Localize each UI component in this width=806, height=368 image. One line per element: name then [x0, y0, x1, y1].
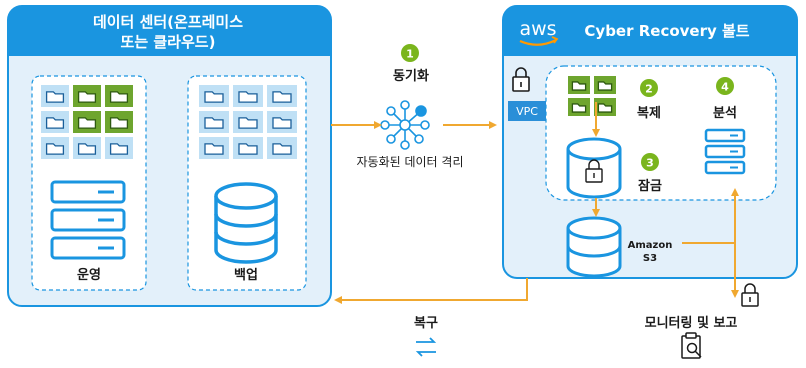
backup-folder-icon	[199, 85, 229, 107]
production-folder-icon	[41, 111, 69, 133]
step-2-number: 2	[645, 83, 653, 96]
analytics-server-icon	[704, 128, 746, 175]
backup-label: 백업	[234, 268, 258, 283]
production-folder-icon	[73, 137, 101, 159]
step-3-badge: 3	[641, 153, 659, 171]
backup-database-icon	[214, 182, 278, 264]
recovery-icon	[415, 337, 437, 357]
arrow-recovery	[334, 278, 528, 304]
production-folder-icon	[41, 137, 69, 159]
isolation-label: 자동화된 데이터 격리	[357, 155, 464, 169]
backup-folder-icon	[267, 137, 297, 159]
recovery-label: 복구	[414, 316, 438, 331]
vault-folders	[568, 76, 616, 116]
analyze-label: 분석	[713, 106, 737, 121]
production-label: 운영	[77, 268, 101, 283]
production-folders	[41, 85, 133, 159]
production-folder-icon	[73, 85, 101, 107]
amazon-s3-label-line2: S3	[643, 253, 657, 264]
vpc-label: VPC	[516, 105, 538, 118]
vault-folder-icon	[568, 98, 590, 116]
production-server-icon	[50, 180, 126, 260]
step-4-number: 4	[721, 81, 729, 94]
backup-folder-icon	[267, 111, 297, 133]
vault-folder-icon	[594, 98, 616, 116]
backup-folder-icon	[233, 137, 263, 159]
aws-logo: aws	[519, 18, 559, 46]
step-2-badge: 2	[640, 79, 658, 97]
step-1-badge: 1	[401, 44, 419, 62]
network-hub-icon	[380, 100, 430, 150]
backup-folder-icon	[233, 111, 263, 133]
vpc-badge	[508, 101, 546, 121]
s3-database-icon	[566, 216, 622, 278]
production-group: 운영	[31, 75, 147, 291]
production-folder-icon	[105, 137, 133, 159]
production-folder-icon	[105, 85, 133, 107]
sync-label: 동기화	[393, 68, 429, 84]
vault-folder-icon	[594, 76, 616, 94]
step-4-badge: 4	[716, 77, 734, 95]
report-search-icon	[681, 332, 702, 359]
production-folder-icon	[73, 111, 101, 133]
datacenter-title-line1: 데이터 센터(온프레미스	[93, 13, 243, 31]
monitoring-lock-icon	[741, 283, 759, 307]
production-folder-icon	[105, 111, 133, 133]
step-1-number: 1	[406, 48, 414, 61]
backup-folder-icon	[267, 85, 297, 107]
replicate-label: 복제	[637, 106, 661, 121]
vault-arrows	[592, 102, 739, 298]
backup-folder-icon	[233, 85, 263, 107]
datacenter-title-line2: 또는 클라우드)	[121, 33, 216, 51]
monitoring-label: 모니터링 및 보고	[645, 315, 738, 331]
step-3-number: 3	[646, 157, 654, 170]
backup-folder-icon	[199, 137, 229, 159]
lock-label: 잠금	[638, 178, 662, 194]
backup-folder-icon	[199, 111, 229, 133]
production-folder-icon	[41, 85, 69, 107]
aws-logo-text: aws	[519, 18, 556, 40]
locked-database-icon	[566, 137, 622, 199]
backup-folders	[199, 85, 297, 159]
vpc-lock-icon	[512, 67, 530, 92]
vault-folder-icon	[568, 76, 590, 94]
backup-group: 백업	[187, 75, 307, 291]
amazon-s3-label-line1: Amazon	[628, 240, 673, 251]
vault-title: Cyber Recovery 볼트	[584, 22, 749, 40]
